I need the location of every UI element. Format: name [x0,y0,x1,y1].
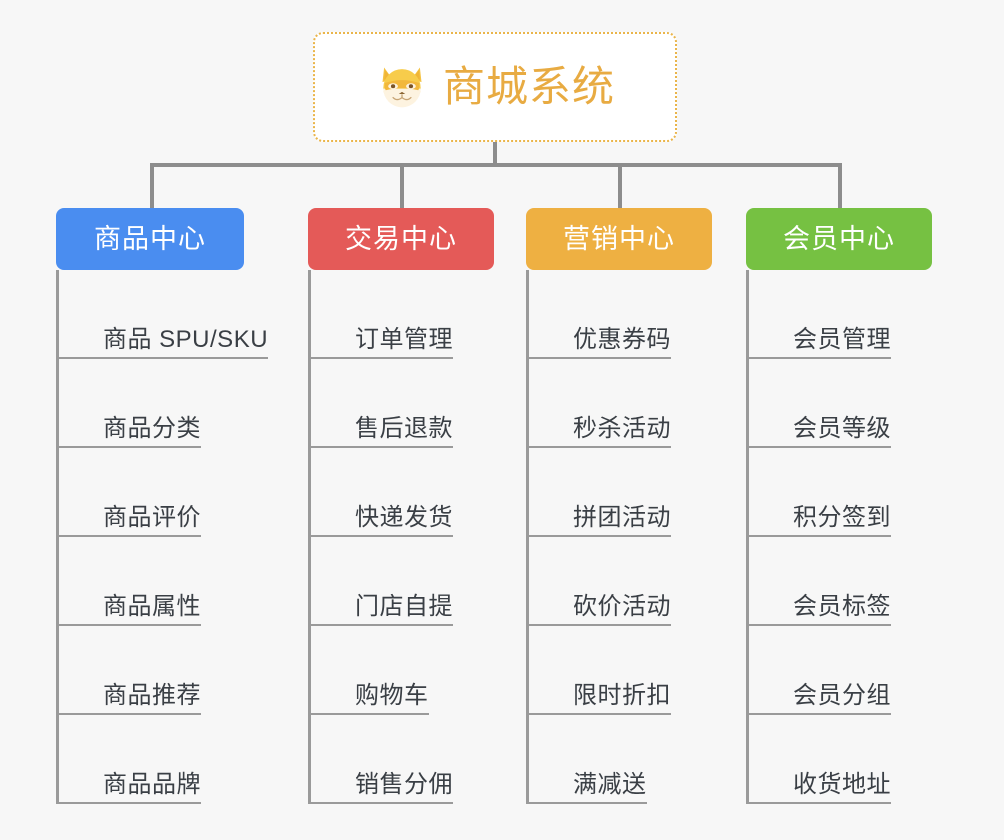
list-item[interactable]: 快递发货 [311,448,518,537]
category-column-marketing: 营销中心 优惠券码 秒杀活动 拼团活动 砍价活动 限时折扣 满减送 [526,208,736,804]
leaf-label: 商品推荐 [103,681,201,709]
leaf-label: 满减送 [573,770,647,798]
leaf-underline [311,446,453,448]
leaf-underline [749,713,891,715]
leaf-label: 会员标签 [793,592,891,620]
category-header-trade[interactable]: 交易中心 [308,208,494,270]
category-header-marketing[interactable]: 营销中心 [526,208,712,270]
list-item[interactable]: 购物车 [311,626,518,715]
list-item[interactable]: 商品品牌 [59,715,266,804]
leaf-underline [311,357,453,359]
list-item[interactable]: 砍价活动 [529,537,736,626]
list-item[interactable]: 拼团活动 [529,448,736,537]
leaf-underline [59,357,269,359]
leaf-underline [59,802,201,804]
leaf-label: 订单管理 [355,325,453,353]
root-title: 商城系统 [442,63,615,110]
leaf-underline [59,624,201,626]
leaf-underline [529,624,671,626]
list-item[interactable]: 商品 SPU/SKU [59,270,269,359]
category-header-label: 交易中心 [345,223,457,254]
leaf-label: 会员等级 [793,414,891,442]
leaf-label: 限时折扣 [573,681,671,709]
leaf-underline [311,535,453,537]
leaf-list-member: 会员管理 会员等级 积分签到 会员标签 会员分组 收货地址 [746,270,956,804]
leaf-underline [749,535,891,537]
category-header-label: 商品中心 [94,223,206,254]
leaf-underline [311,624,453,626]
list-item[interactable]: 满减送 [529,715,736,804]
list-item[interactable]: 优惠券码 [529,270,736,359]
leaf-underline [311,713,429,715]
leaf-label: 收货地址 [793,770,891,798]
list-item[interactable]: 收货地址 [749,715,956,804]
connector-root-stem [493,142,497,166]
leaf-list-trade: 订单管理 售后退款 快递发货 门店自提 购物车 销售分佣 [308,270,518,804]
root-node[interactable]: 商城系统 [313,32,677,142]
leaf-label: 商品分类 [103,414,201,442]
leaf-list-product: 商品 SPU/SKU 商品分类 商品评价 商品属性 商品推荐 商品品牌 [56,270,269,804]
leaf-label: 售后退款 [355,414,453,442]
list-item[interactable]: 销售分佣 [311,715,518,804]
list-item[interactable]: 会员分组 [749,626,956,715]
leaf-label: 快递发货 [355,503,453,531]
leaf-underline [749,802,891,804]
list-item[interactable]: 订单管理 [311,270,518,359]
leaf-underline [749,446,891,448]
leaf-underline [529,713,671,715]
list-item[interactable]: 商品属性 [59,537,266,626]
leaf-label: 秒杀活动 [573,414,671,442]
leaf-label: 优惠券码 [573,325,671,353]
leaf-underline [529,446,671,448]
category-column-product: 商品中心 商品 SPU/SKU 商品分类 商品评价 商品属性 商品推荐 商品品牌 [56,208,269,804]
leaf-label: 积分签到 [793,503,891,531]
list-item[interactable]: 会员等级 [749,359,956,448]
list-item[interactable]: 商品分类 [59,359,266,448]
leaf-label: 商品 SPU/SKU [103,325,269,353]
list-item[interactable]: 积分签到 [749,448,956,537]
leaf-label: 会员分组 [793,681,891,709]
leaf-underline [59,713,201,715]
category-column-member: 会员中心 会员管理 会员等级 积分签到 会员标签 会员分组 收货地址 [746,208,956,804]
connector-horizontal-bus [150,163,842,167]
leaf-underline [529,357,671,359]
leaf-label: 会员管理 [793,325,891,353]
leaf-underline [59,446,201,448]
leaf-label: 拼团活动 [573,503,671,531]
list-item[interactable]: 会员标签 [749,537,956,626]
list-item[interactable]: 秒杀活动 [529,359,736,448]
leaf-underline [529,535,671,537]
connector-drop-2 [400,163,404,208]
list-item[interactable]: 商品评价 [59,448,266,537]
category-header-label: 会员中心 [783,223,895,254]
leaf-label: 销售分佣 [355,770,453,798]
connector-drop-1 [150,163,154,208]
leaf-label: 砍价活动 [573,592,671,620]
category-header-label: 营销中心 [563,223,675,254]
category-header-product[interactable]: 商品中心 [56,208,244,270]
category-column-trade: 交易中心 订单管理 售后退款 快递发货 门店自提 购物车 销售分佣 [308,208,518,804]
list-item[interactable]: 商品推荐 [59,626,266,715]
leaf-list-marketing: 优惠券码 秒杀活动 拼团活动 砍价活动 限时折扣 满减送 [526,270,736,804]
leaf-label: 商品属性 [103,592,201,620]
leaf-underline [59,535,201,537]
leaf-underline [529,802,647,804]
category-header-member[interactable]: 会员中心 [746,208,932,270]
leaf-underline [749,624,891,626]
list-item[interactable]: 限时折扣 [529,626,736,715]
leaf-underline [311,802,453,804]
leaf-label: 购物车 [355,681,429,709]
leaf-underline [749,357,891,359]
connector-drop-4 [838,163,842,208]
leaf-label: 商品评价 [103,503,201,531]
list-item[interactable]: 门店自提 [311,537,518,626]
connector-drop-3 [618,163,622,208]
shiba-dog-face-icon [382,67,422,108]
leaf-label: 门店自提 [355,592,453,620]
leaf-label: 商品品牌 [103,770,201,798]
list-item[interactable]: 会员管理 [749,270,956,359]
list-item[interactable]: 售后退款 [311,359,518,448]
